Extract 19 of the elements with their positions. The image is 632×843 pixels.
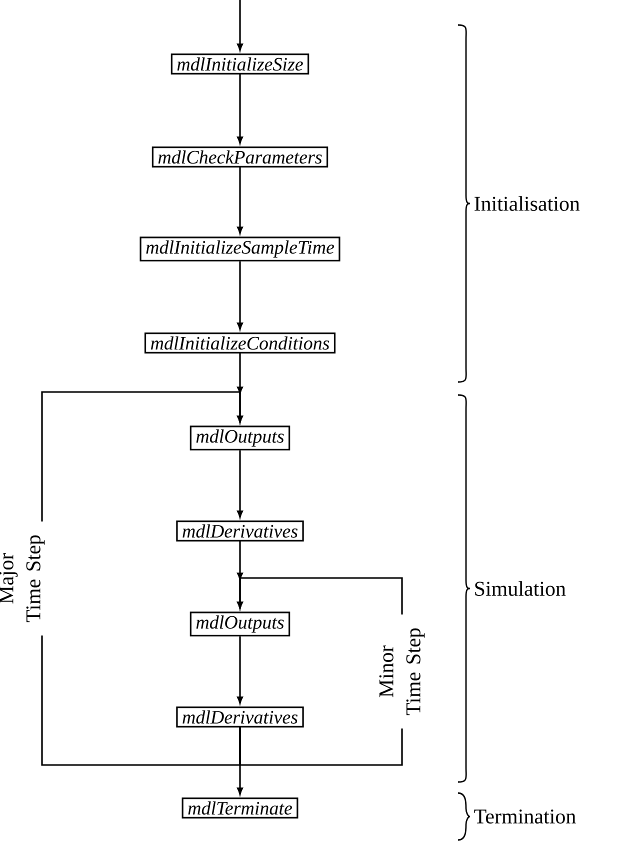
process-box: mdlDerivatives [176,520,304,542]
arrow [237,261,243,330]
arrow [237,636,243,704]
process-box: mdlInitializeConditions [144,332,336,354]
section-label: Termination [474,809,576,824]
process-box: mdlDerivatives [176,706,304,728]
process-box: mdlCheckParameters [152,146,328,168]
process-box: mdlTerminate [182,798,298,818]
arrow [237,74,243,144]
arrow [237,168,243,234]
process-box: mdlOutputs [190,612,290,636]
arrow [237,0,243,51]
process-box: mdlInitializeSize [170,54,310,74]
arrow [237,450,243,518]
edge-label: Minor Time Step [377,614,427,728]
process-box: mdlOutputs [190,426,290,450]
section-label: Initialisation [474,196,580,211]
section-label: Simulation [475,581,566,596]
process-box: mdlInitializeSampleTime [140,236,340,262]
